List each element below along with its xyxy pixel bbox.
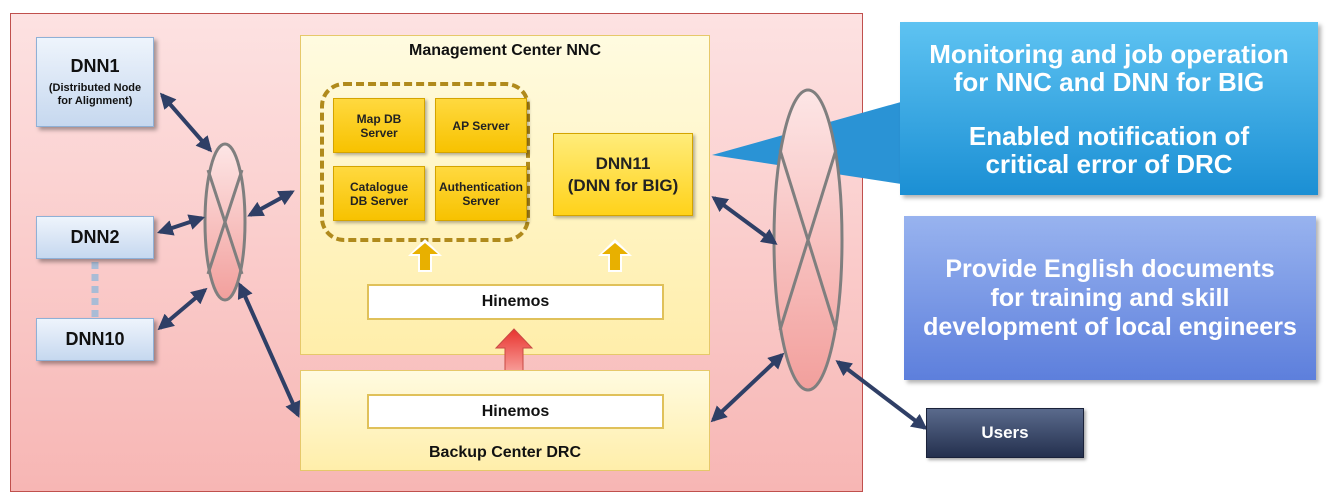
arrow-network-bc [237,282,301,418]
dnn2-node: DNN2 [36,216,154,259]
arrow-network-users [835,360,928,430]
ap-server-line1: AP Server [452,118,510,133]
map-db-server: Map DB Server [333,98,425,153]
hinemos-nnc-label: Hinemos [481,293,550,310]
monitoring-note: Monitoring and job operation for NNC and… [900,22,1318,195]
users-box: Users [926,408,1084,458]
dnn11-line1: DNN11 [595,153,651,173]
dnn11-node: DNN11 (DNN for BIG) [553,133,693,216]
english-docs-note-line2: for training and skill [990,283,1230,312]
arrow-dnn10-network [157,287,208,331]
english-docs-note-line3: development of local engineers [923,312,1297,341]
catalogue-db-server-line1: Catalogue [349,179,408,194]
authentication-server: Authentication Server [435,166,527,221]
dnn1-subtitle-line2: for Alignment) [57,95,133,107]
map-db-server-line2: Server [360,125,398,140]
catalogue-db-server-line2: DB Server [349,193,409,208]
monitoring-note-line1: Monitoring and job operation [929,38,1289,69]
ap-server: AP Server [435,98,527,153]
monitoring-note-line4: Enabled notification of [968,120,1250,151]
yellow-up-arrow-left [408,239,442,272]
hinemos-drc: Hinemos [367,394,664,429]
english-docs-note: Provide English documents for training a… [904,216,1316,380]
hinemos-nnc: Hinemos [367,284,664,320]
monitoring-note-line2: for NNC and DNN for BIG [953,66,1265,97]
map-db-server-line1: Map DB [356,111,402,126]
dnn10-label: DNN10 [65,329,125,349]
dnn1-subtitle: (Distributed Node for Alignment) [49,82,141,108]
users-label: Users [981,423,1029,442]
arrows [156,92,928,430]
authentication-server-line1: Authentication [439,179,523,194]
dnn1-subtitle-line1: (Distributed Node [48,82,142,94]
hinemos-drc-label: Hinemos [481,402,550,420]
arrow-dnn1-network [159,92,213,153]
dnn1-label: DNN1 [70,56,120,76]
catalogue-db-server: Catalogue DB Server [333,166,425,221]
dnn11-line2: (DNN for BIG) [567,175,679,195]
left-network-ellipse [203,142,247,302]
arrow-bc-network [710,352,785,423]
dnn10-node: DNN10 [36,318,154,361]
authentication-server-line2: Server [462,193,500,208]
dnn2-label: DNN2 [70,227,120,247]
arrow-dnn11-network [711,196,778,245]
backup-center-title: Backup Center DRC [428,444,582,461]
yellow-up-arrow-right [598,239,632,272]
arrow-network-mc [247,190,295,217]
monitoring-note-line5: critical error of DRC [985,148,1233,179]
management-center-title: Management Center NNC [408,42,602,59]
english-docs-note-line1: Provide English documents [945,254,1275,283]
dnn1-node: DNN1 (Distributed Node for Alignment) [36,37,154,127]
arrow-dnn2-network [156,214,206,236]
right-network-ellipse [772,88,844,392]
